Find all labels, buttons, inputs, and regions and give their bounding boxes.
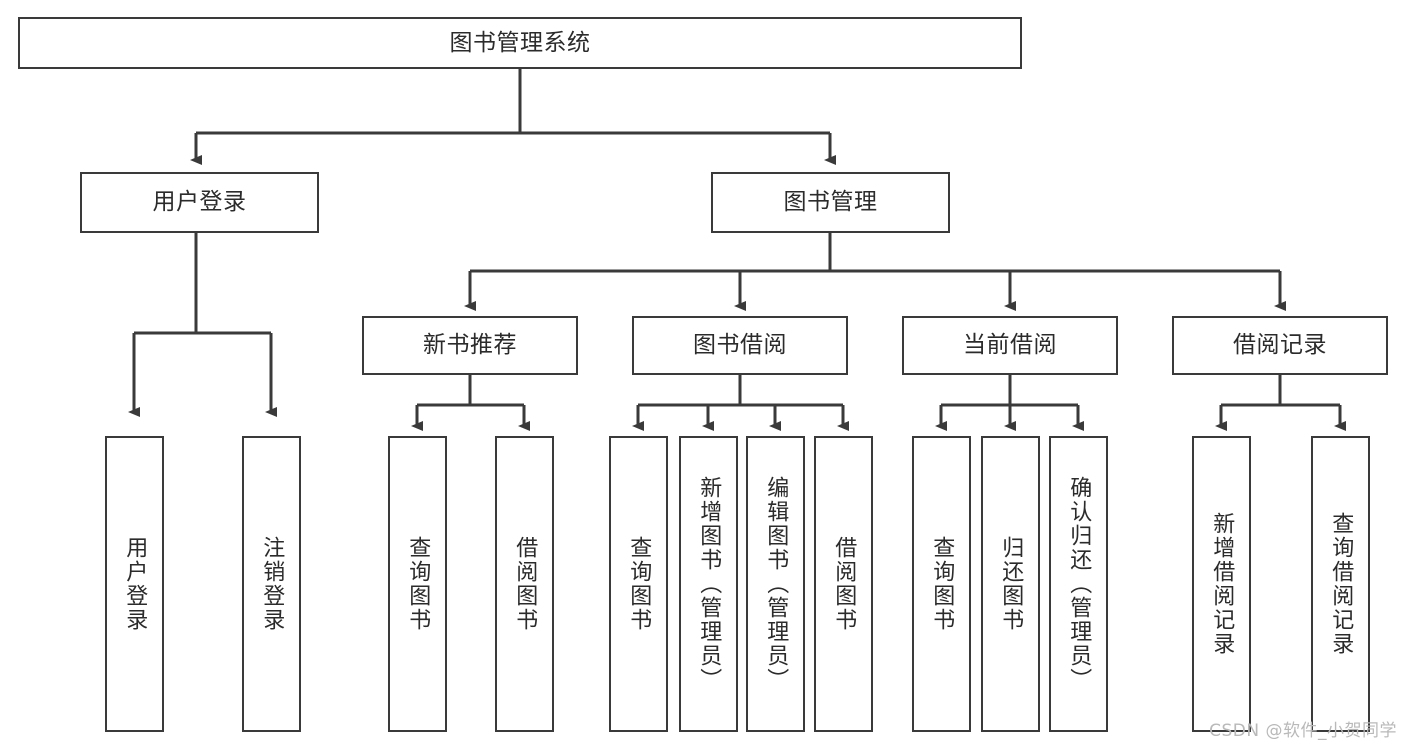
leaf-label: 查询图书 [626, 536, 652, 632]
leaf-label: 新增图书（管理员） [696, 476, 722, 692]
leaf-label: 归还图书 [998, 536, 1024, 632]
node-label: 图书管理 [783, 189, 878, 216]
leaf-current-borrow-confirm-return-admin[interactable]: 确认归还（管理员） [1049, 436, 1108, 732]
leaf-label: 查询借阅记录 [1328, 512, 1354, 656]
node-label: 图书管理系统 [449, 29, 591, 56]
leaf-book-borrow-borrow-book[interactable]: 借阅图书 [814, 436, 873, 732]
node-label: 用户登录 [152, 189, 247, 216]
leaf-book-borrow-edit-book-admin[interactable]: 编辑图书（管理员） [746, 436, 805, 732]
node-book-management[interactable]: 图书管理 [711, 172, 950, 233]
leaf-label: 借阅图书 [831, 536, 857, 632]
node-label: 图书借阅 [693, 332, 787, 359]
node-root-book-management-system[interactable]: 图书管理系统 [18, 17, 1022, 69]
leaf-label: 新增借阅记录 [1209, 512, 1235, 656]
leaf-label: 编辑图书（管理员） [763, 476, 789, 692]
node-user-login[interactable]: 用户登录 [80, 172, 319, 233]
node-current-borrow[interactable]: 当前借阅 [902, 316, 1118, 375]
leaf-user-login-logout[interactable]: 注销登录 [242, 436, 301, 732]
node-label: 新书推荐 [423, 332, 517, 359]
leaf-user-login-login[interactable]: 用户登录 [105, 436, 164, 732]
leaf-book-borrow-query-book[interactable]: 查询图书 [609, 436, 668, 732]
leaf-label: 注销登录 [259, 536, 285, 632]
leaf-label: 查询图书 [405, 536, 431, 632]
leaf-new-book-query-book[interactable]: 查询图书 [388, 436, 447, 732]
leaf-label: 借阅图书 [512, 536, 538, 632]
leaf-borrow-record-add-record[interactable]: 新增借阅记录 [1192, 436, 1251, 732]
leaf-current-borrow-return-book[interactable]: 归还图书 [981, 436, 1040, 732]
leaf-label: 确认归还（管理员） [1066, 476, 1092, 692]
node-new-book-recommend[interactable]: 新书推荐 [362, 316, 578, 375]
leaf-borrow-record-query-record[interactable]: 查询借阅记录 [1311, 436, 1370, 732]
watermark-text: CSDN @软件_小贺同学 [1209, 721, 1397, 741]
leaf-current-borrow-query-book[interactable]: 查询图书 [912, 436, 971, 732]
node-borrow-record[interactable]: 借阅记录 [1172, 316, 1388, 375]
leaf-label: 查询图书 [929, 536, 955, 632]
leaf-label: 用户登录 [122, 536, 148, 632]
node-label: 当前借阅 [963, 332, 1057, 359]
leaf-book-borrow-add-book-admin[interactable]: 新增图书（管理员） [679, 436, 738, 732]
node-book-borrow[interactable]: 图书借阅 [632, 316, 848, 375]
node-label: 借阅记录 [1233, 332, 1327, 359]
leaf-new-book-borrow-book[interactable]: 借阅图书 [495, 436, 554, 732]
